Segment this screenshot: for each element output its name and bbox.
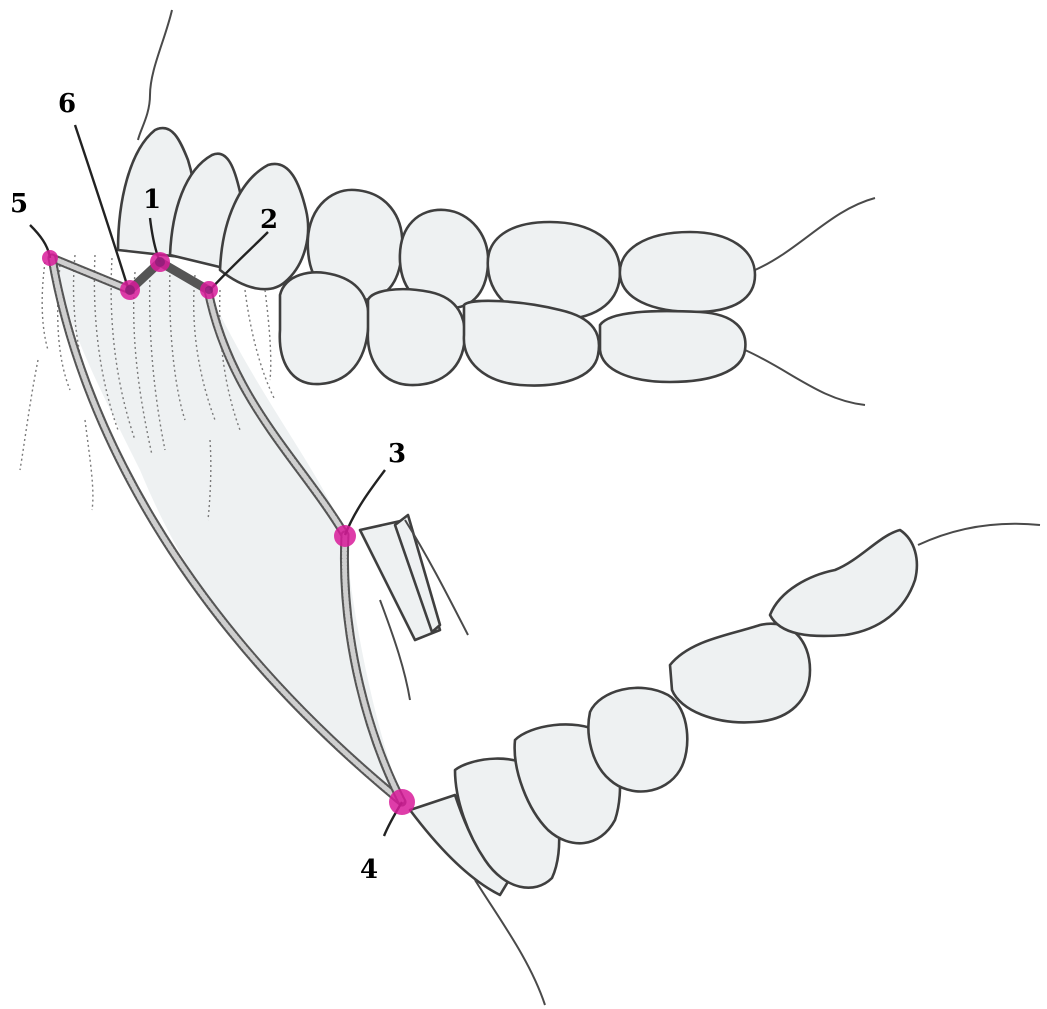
label-2: 2 [260, 205, 278, 235]
upper-molar-2 [620, 232, 755, 312]
lower-opposing-2 [368, 289, 465, 385]
marker-5 [42, 250, 58, 266]
label-5: 5 [10, 189, 28, 219]
lower-opposing-1 [280, 272, 369, 384]
lower-mid-teeth [360, 515, 468, 700]
label-4: 4 [360, 855, 378, 885]
marker-4 [389, 789, 415, 815]
lower-posterior-gum-upper [745, 350, 865, 405]
label-1: 1 [143, 185, 161, 215]
lower-arch-teeth [410, 524, 1040, 1005]
label-6: 6 [58, 89, 76, 119]
upper-posterior-gum [755, 198, 875, 270]
label-3: 3 [388, 439, 406, 469]
lower-opposing-4 [600, 311, 745, 382]
lower-molar-1 [670, 624, 810, 723]
upper-gum-line [138, 10, 172, 140]
marker-3 [334, 525, 356, 547]
lower-molar-2 [770, 530, 917, 636]
